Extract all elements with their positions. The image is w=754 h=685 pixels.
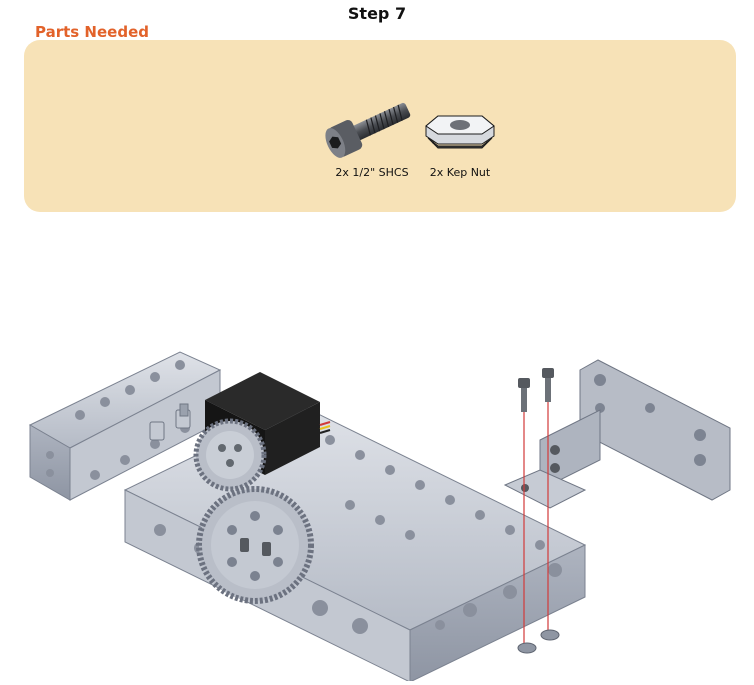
- parts-needed-panel: 2x 1/2" SHCS 2x Kep Nut: [24, 40, 736, 212]
- l-bracket: [503, 409, 601, 509]
- part-kep-nut: 2x Kep Nut: [414, 108, 506, 179]
- flat-bracket: [579, 359, 731, 501]
- part-label-shcs: 2x 1/2" SHCS: [335, 166, 409, 179]
- large-gear: [196, 486, 314, 604]
- kep-nut-icon: [425, 115, 495, 149]
- socket-head-cap-screw-icon: [325, 102, 411, 158]
- small-gear: [193, 418, 267, 492]
- parts-needed-heading: Parts Needed: [35, 23, 149, 41]
- step-title: Step 7: [347, 4, 407, 23]
- part-label-kep-nut: 2x Kep Nut: [429, 166, 491, 179]
- assembly-illustration: [0, 330, 754, 683]
- exploded-fasteners: [517, 368, 560, 654]
- long-channel: [123, 404, 587, 683]
- short-channel-left: [28, 351, 222, 501]
- part-shcs: 2x 1/2" SHCS: [320, 92, 424, 179]
